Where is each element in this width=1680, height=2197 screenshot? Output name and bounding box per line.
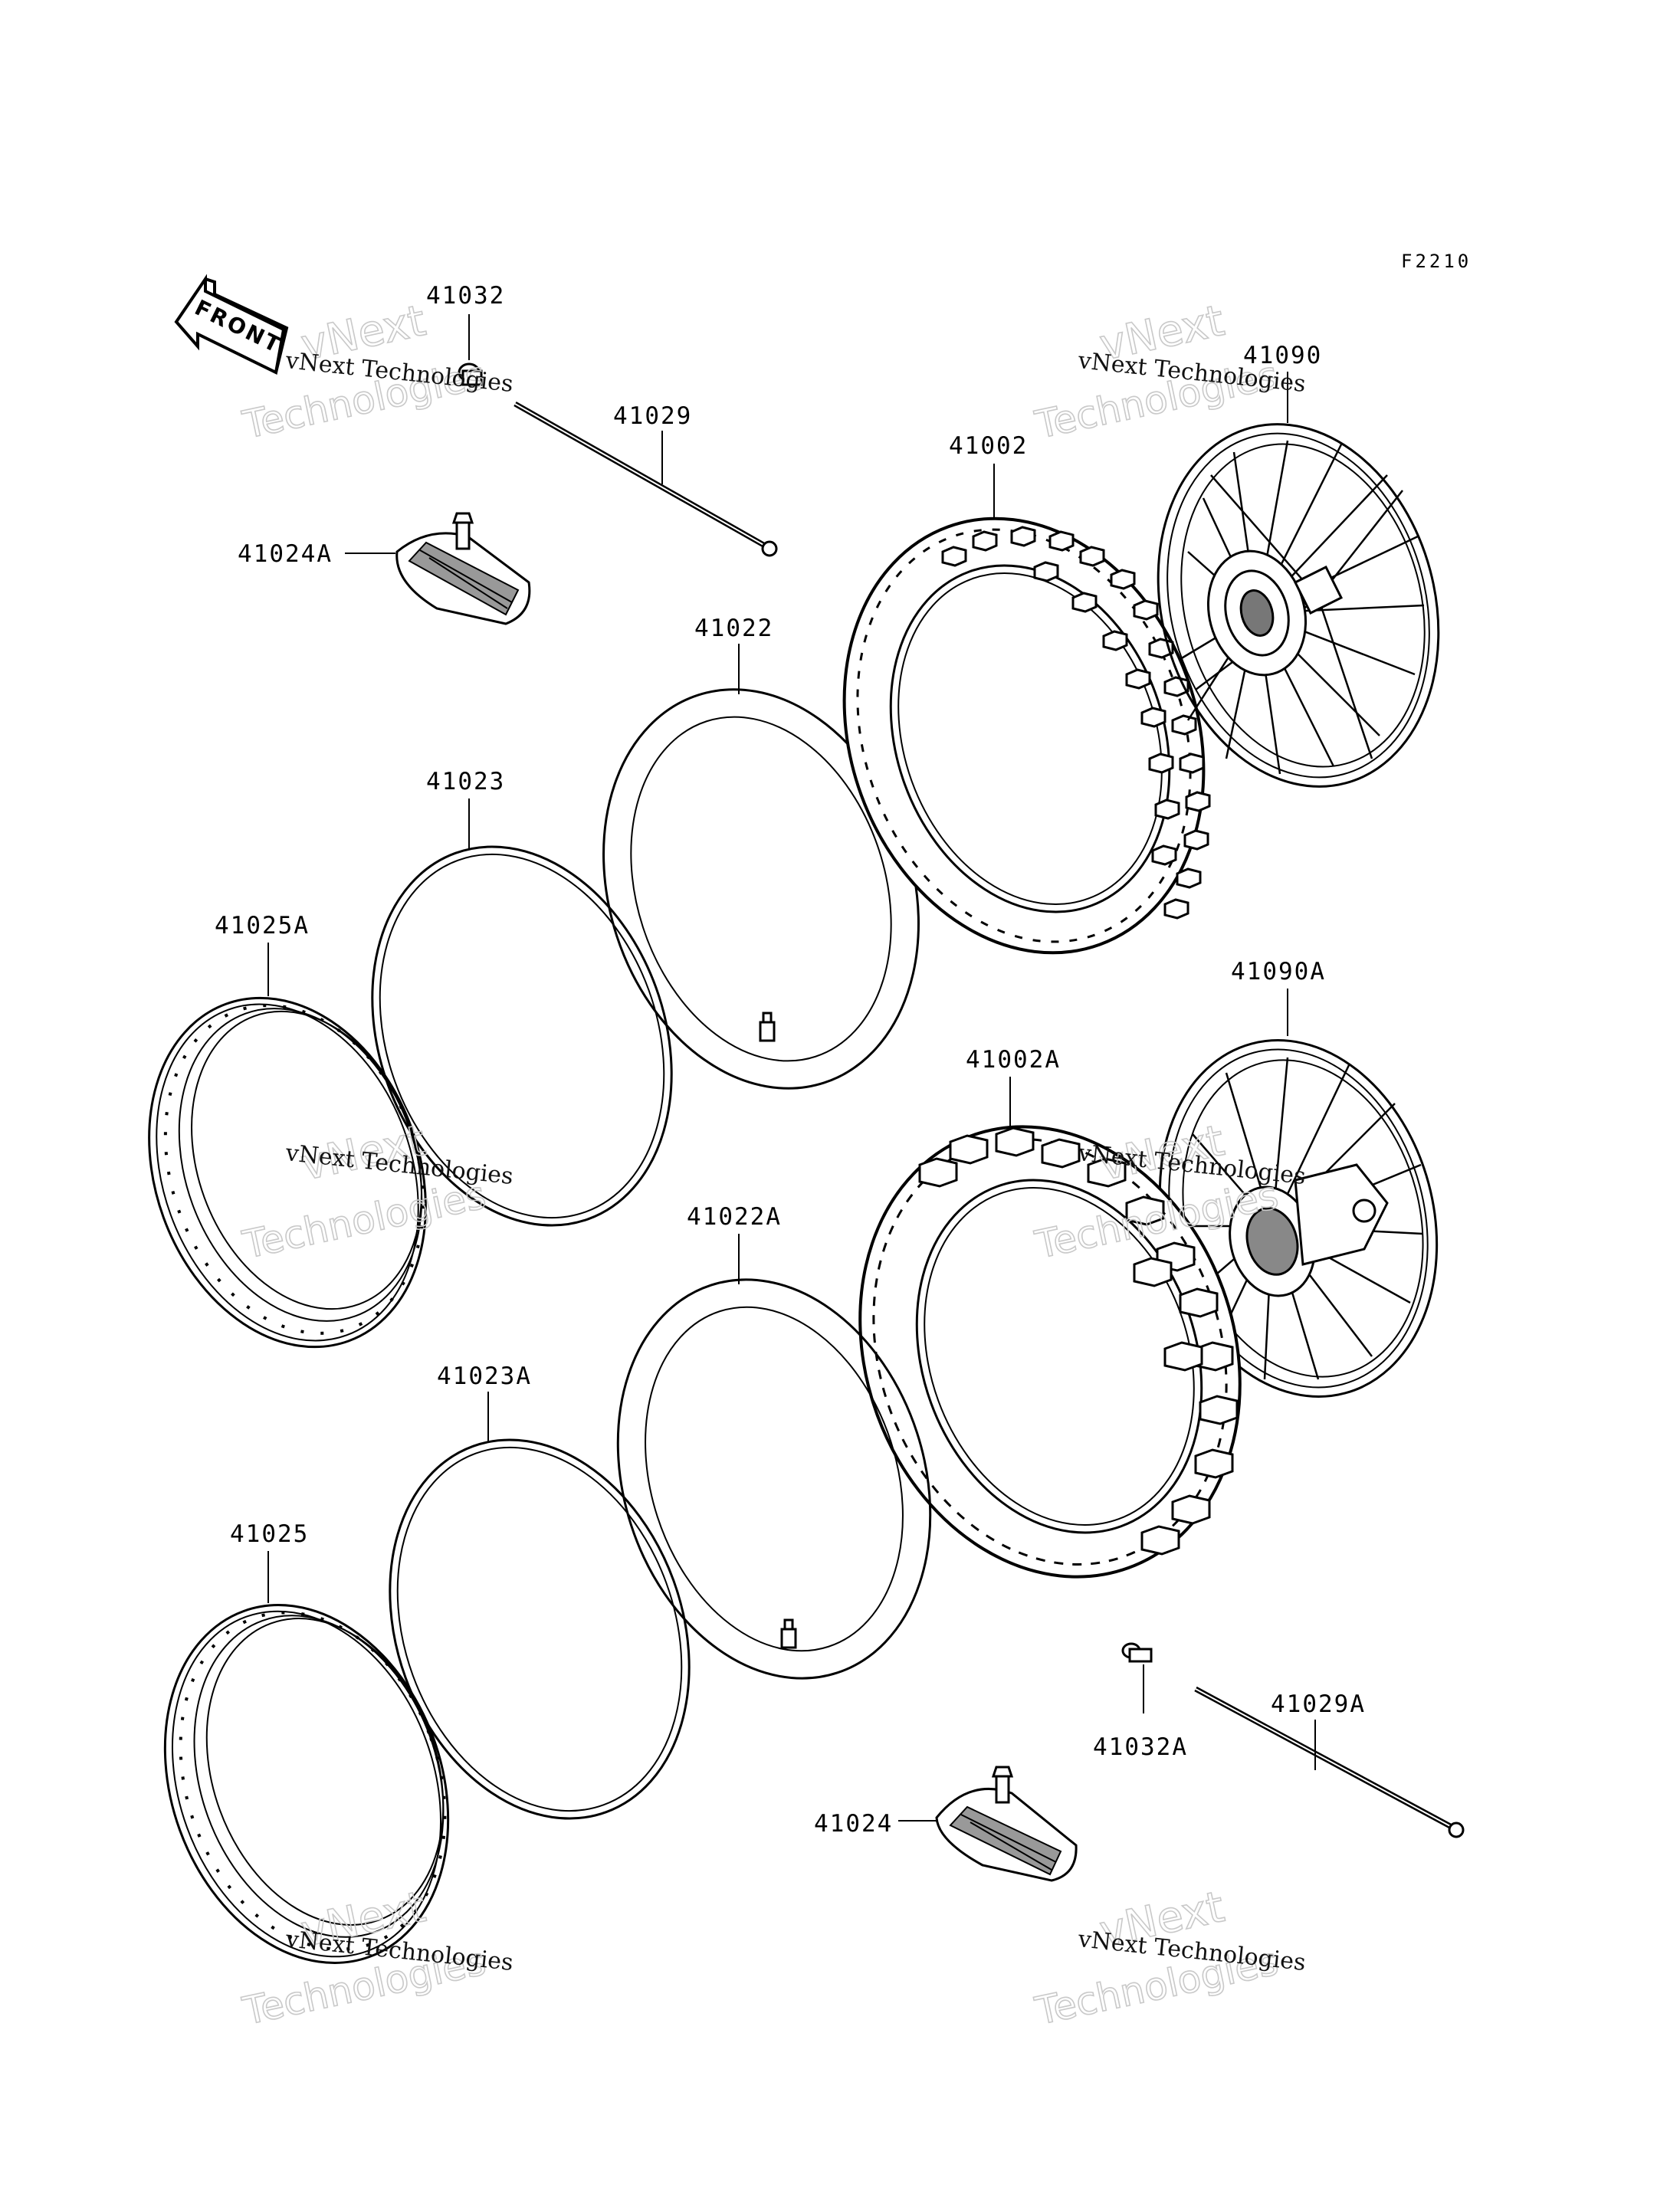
part-label-41032A: 41032A [1093,1733,1188,1761]
part-label-41029: 41029 [613,402,692,430]
front-tire-41002 [842,464,1211,955]
front-wheel-41090 [1157,372,1440,788]
part-label-41029A: 41029A [1271,1690,1366,1718]
part-label-41022A: 41022A [687,1203,782,1231]
part-label-41032: 41032 [426,282,505,310]
rim-41025A [148,943,427,1349]
rim-band-41024A [345,512,531,625]
rim-tape-41023A [389,1392,691,1820]
inner-tube-41022 [602,644,920,1090]
front-arrow-icon: FRONT [174,274,289,375]
rim-41025 [163,1551,450,1964]
spoke-41029 [514,401,778,557]
part-label-41023A: 41023A [437,1362,532,1390]
part-label-41022: 41022 [694,615,773,642]
part-label-41002A: 41002A [966,1046,1061,1074]
part-label-41002: 41002 [949,432,1028,460]
part-label-41024: 41024 [814,1810,893,1838]
valve-nut-41032 [458,314,483,386]
part-label-41025: 41025 [230,1520,309,1548]
svg-text:Technologies: Technologies [238,1172,489,1267]
part-label-41024A: 41024A [238,540,333,568]
spoke-41029A [1194,1686,1465,1838]
inner-tube-41022A [616,1234,932,1680]
part-label-41025A: 41025A [215,912,310,939]
rim-band-41024 [898,1766,1078,1882]
valve-nut-41032A [1121,1642,1153,1713]
watermark-mid-left: vNext Technologies vNext Technologies [238,1115,515,1267]
watermark-top-left: vNext Technologies vNext Technologies [238,295,515,448]
rear-tire-41002A [858,1077,1242,1579]
part-label-41023: 41023 [426,768,505,795]
watermark-bottom-right: vNext Technologies vNext Technologies [1031,1881,1308,2034]
part-label-41090: 41090 [1243,342,1322,369]
watermark-bottom-left: vNext Technologies vNext Technologies [238,1881,515,2034]
part-label-41090A: 41090A [1231,958,1326,985]
diagram-code: F2210 [1401,251,1472,272]
